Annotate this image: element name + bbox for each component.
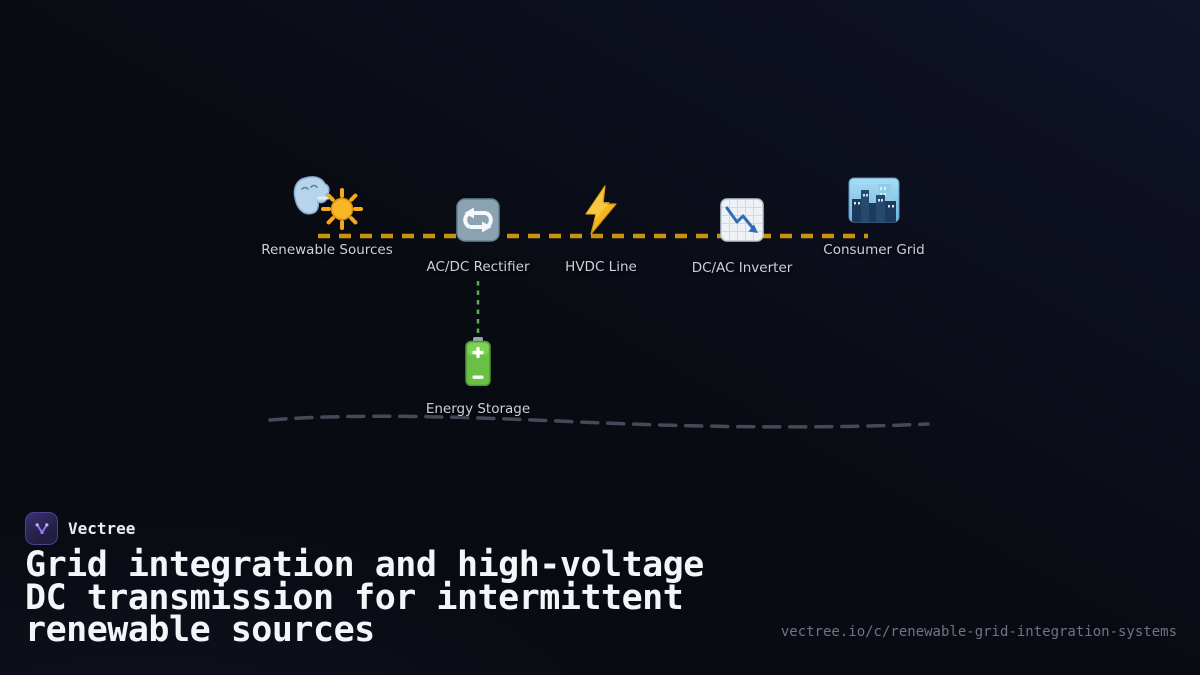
rectifier-loop-arrows-icon <box>456 198 500 242</box>
title-line-3: renewable sources <box>25 610 375 650</box>
node-label-renewable-sources: Renewable Sources <box>261 242 393 258</box>
cityscape-icon <box>848 177 900 223</box>
node-consumer-grid: Consumer Grid <box>784 177 964 258</box>
title-line-2: DC transmission for intermittent <box>25 577 684 618</box>
node-label-energy-storage: Energy Storage <box>425 401 531 417</box>
node-label-acdc-rectifier: AC/DC Rectifier <box>426 259 530 275</box>
vectree-logo-icon <box>25 512 58 545</box>
node-label-dcac-inverter: DC/AC Inverter <box>691 260 793 276</box>
brand: Vectree <box>25 512 135 545</box>
brand-name: Vectree <box>68 519 136 538</box>
chart-decreasing-icon <box>720 198 764 242</box>
node-label-consumer-grid: Consumer Grid <box>823 242 925 258</box>
wind-sun-icon <box>289 172 365 230</box>
baseline-wave-edge <box>268 414 930 429</box>
node-dcac-inverter: DC/AC Inverter <box>652 198 832 276</box>
node-label-hvdc-line: HVDC Line <box>565 259 637 275</box>
node-energy-storage: Energy Storage <box>388 337 568 417</box>
page-title: Grid integration and high-voltage DC tra… <box>25 545 704 650</box>
footer-url: vectree.io/c/renewable-grid-integration-… <box>780 624 1177 640</box>
lightning-bolt-icon <box>580 185 622 235</box>
node-hvdc-line: HVDC Line <box>511 185 691 275</box>
battery-icon <box>463 337 493 386</box>
title-line-1: Grid integration and high-voltage <box>25 545 704 585</box>
node-renewable-sources: Renewable Sources <box>237 172 417 258</box>
node-acdc-rectifier: AC/DC Rectifier <box>388 198 568 275</box>
